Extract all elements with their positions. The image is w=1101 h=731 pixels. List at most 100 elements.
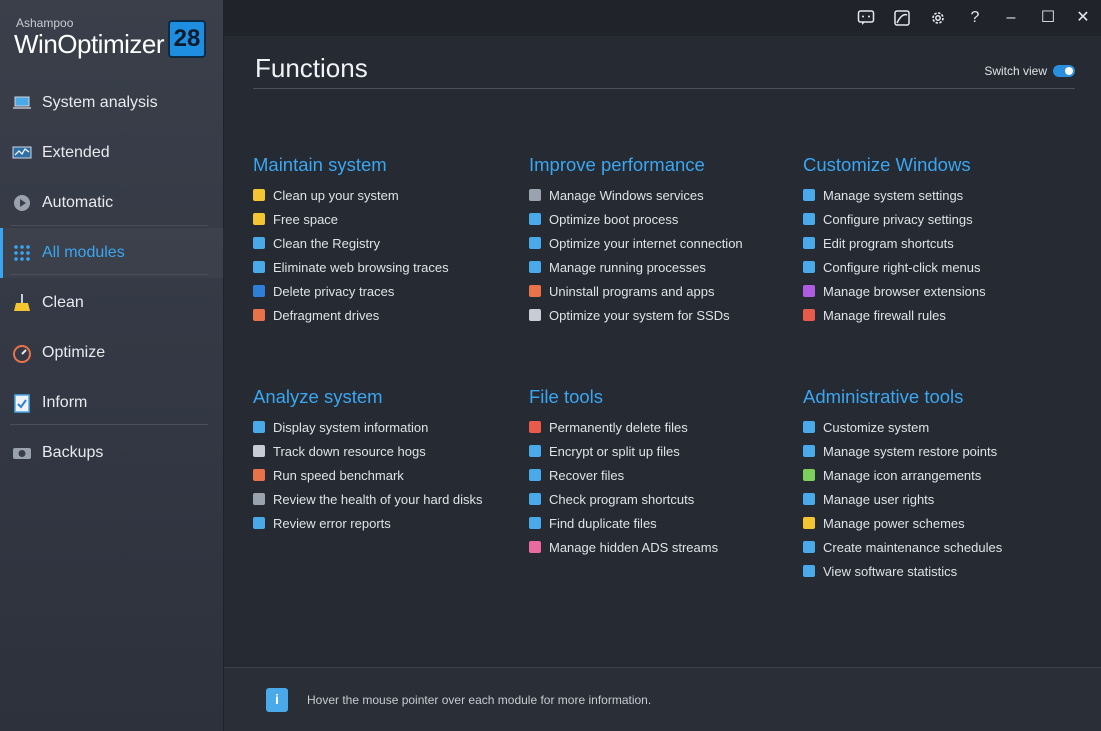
- sidebar-item-label: Automatic: [42, 194, 114, 211]
- module-icon: [529, 189, 541, 201]
- group-title[interactable]: Administrative tools: [803, 386, 964, 407]
- module-item[interactable]: Manage system restore points: [803, 439, 1002, 463]
- module-label: Review error reports: [273, 515, 391, 531]
- module-item[interactable]: Manage user rights: [803, 487, 1002, 511]
- module-item[interactable]: Display system information: [253, 415, 483, 439]
- module-label: Delete privacy traces: [273, 283, 395, 299]
- module-item[interactable]: Manage power schemes: [803, 511, 1002, 535]
- sidebar-item-label: Extended: [42, 144, 110, 161]
- sidebar-divider: [10, 274, 208, 275]
- maximize-button[interactable]: ☐: [1040, 9, 1056, 26]
- module-item[interactable]: Review the health of your hard disks: [253, 487, 483, 511]
- sidebar-item-automatic[interactable]: Automatic: [0, 178, 224, 228]
- sidebar-item-extended[interactable]: Extended: [0, 128, 224, 178]
- module-item[interactable]: Clean up your system: [253, 183, 449, 207]
- module-item[interactable]: Permanently delete files: [529, 415, 718, 439]
- group-title[interactable]: Improve performance: [529, 154, 705, 175]
- module-item[interactable]: Manage system settings: [803, 183, 986, 207]
- module-label: Manage hidden ADS streams: [549, 539, 719, 555]
- module-icon: [803, 261, 815, 273]
- module-icon: [529, 213, 541, 225]
- module-item[interactable]: Free space: [253, 207, 449, 231]
- module-label: Manage system restore points: [823, 443, 998, 459]
- module-label: Defragment drives: [273, 307, 380, 323]
- module-item[interactable]: Check program shortcuts: [529, 487, 718, 511]
- module-label: Optimize boot process: [549, 211, 679, 227]
- module-icon: [803, 285, 815, 297]
- feedback-icon[interactable]: [852, 4, 880, 32]
- module-item[interactable]: Run speed benchmark: [253, 463, 483, 487]
- module-item[interactable]: Manage icon arrangements: [803, 463, 1002, 487]
- module-label: Manage power schemes: [823, 515, 965, 531]
- gear-icon[interactable]: [924, 4, 952, 32]
- module-item[interactable]: Manage firewall rules: [803, 303, 986, 327]
- module-icon: [253, 469, 265, 481]
- main-panel: Functions Switch view Maintain system Cl…: [224, 36, 1101, 667]
- module-item[interactable]: View software statistics: [803, 559, 1002, 583]
- group-title[interactable]: File tools: [529, 386, 604, 407]
- info-footer: i Hover the mouse pointer over each modu…: [224, 667, 1101, 731]
- module-label: View software statistics: [823, 563, 958, 579]
- sidebar-item-inform[interactable]: Inform: [0, 378, 224, 428]
- module-item[interactable]: Find duplicate files: [529, 511, 718, 535]
- speedometer-icon: [12, 343, 32, 363]
- module-item[interactable]: Clean the Registry: [253, 231, 449, 255]
- module-item[interactable]: Optimize boot process: [529, 207, 743, 231]
- module-item[interactable]: Delete privacy traces: [253, 279, 449, 303]
- module-icon: [529, 421, 541, 433]
- sidebar-item-system-analysis[interactable]: System analysis: [0, 78, 224, 128]
- app-logo: Ashampoo WinOptimizer 28: [14, 16, 214, 64]
- module-item[interactable]: Manage running processes: [529, 255, 743, 279]
- module-label: Encrypt or split up files: [549, 443, 680, 459]
- module-item[interactable]: Manage hidden ADS streams: [529, 535, 718, 559]
- module-item[interactable]: Defragment drives: [253, 303, 449, 327]
- module-label: Manage browser extensions: [823, 283, 986, 299]
- module-label: Display system information: [273, 419, 429, 435]
- group-customize-windows: Customize Windows Manage system settings…: [803, 154, 986, 327]
- module-label: Configure right-click menus: [823, 259, 981, 275]
- module-label: Clean the Registry: [273, 235, 380, 251]
- module-item[interactable]: Encrypt or split up files: [529, 439, 718, 463]
- module-item[interactable]: Create maintenance schedules: [803, 535, 1002, 559]
- module-label: Review the health of your hard disks: [273, 491, 483, 507]
- sidebar: Ashampoo WinOptimizer 28 System analysis…: [0, 0, 224, 731]
- group-title[interactable]: Analyze system: [253, 386, 383, 407]
- module-item[interactable]: Optimize your system for SSDs: [529, 303, 743, 327]
- sidebar-item-backups[interactable]: Backups: [0, 428, 224, 478]
- module-icon: [253, 309, 265, 321]
- module-icon: [253, 261, 265, 273]
- module-item[interactable]: Configure right-click menus: [803, 255, 986, 279]
- module-item[interactable]: Customize system: [803, 415, 1002, 439]
- sidebar-item-all-modules[interactable]: All modules: [0, 228, 224, 278]
- module-label: Manage user rights: [823, 491, 935, 507]
- help-button[interactable]: ?: [970, 9, 980, 26]
- module-item[interactable]: Track down resource hogs: [253, 439, 483, 463]
- switch-view-toggle[interactable]: [1053, 65, 1075, 77]
- sidebar-item-clean[interactable]: Clean: [0, 278, 224, 328]
- group-title[interactable]: Customize Windows: [803, 154, 971, 175]
- module-item[interactable]: Optimize your internet connection: [529, 231, 743, 255]
- close-button[interactable]: ✕: [1076, 9, 1090, 26]
- group-title[interactable]: Maintain system: [253, 154, 387, 175]
- monitor-chart-icon: [12, 143, 32, 163]
- module-label: Configure privacy settings: [823, 211, 973, 227]
- minimize-button[interactable]: –: [1006, 9, 1016, 26]
- module-icon: [529, 285, 541, 297]
- module-item[interactable]: Configure privacy settings: [803, 207, 986, 231]
- module-item[interactable]: Review error reports: [253, 511, 483, 535]
- title-bar: ? – ☐ ✕: [224, 0, 1101, 36]
- sidebar-item-optimize[interactable]: Optimize: [0, 328, 224, 378]
- module-item[interactable]: Uninstall programs and apps: [529, 279, 743, 303]
- module-item[interactable]: Recover files: [529, 463, 718, 487]
- clipboard-check-icon: [12, 393, 32, 413]
- module-item[interactable]: Manage browser extensions: [803, 279, 986, 303]
- module-item[interactable]: Edit program shortcuts: [803, 231, 986, 255]
- theme-icon[interactable]: [888, 4, 916, 32]
- module-item[interactable]: Eliminate web browsing traces: [253, 255, 449, 279]
- info-text: Hover the mouse pointer over each module…: [307, 693, 652, 707]
- module-item[interactable]: Manage Windows services: [529, 183, 743, 207]
- laptop-icon: [12, 93, 32, 113]
